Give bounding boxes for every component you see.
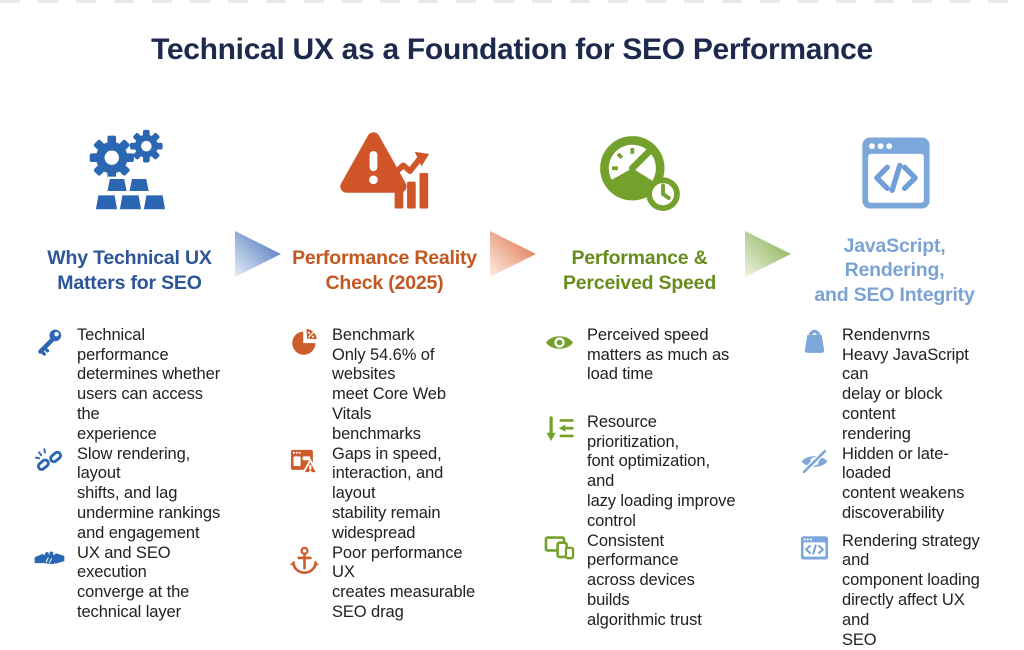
list-item: Gaps in speed, interaction, and layout s…	[289, 445, 484, 544]
multi-devices-icon	[544, 533, 575, 569]
speedometer-clock-icon	[592, 122, 688, 226]
list-item: UX and SEO execution converge at the tec…	[34, 544, 229, 623]
eye-icon	[544, 327, 575, 363]
arrow-right-2	[484, 226, 540, 282]
list-item-text: Gaps in speed, interaction, and layout s…	[332, 445, 484, 544]
column1-heading: Why Technical UX Matters for SEO	[47, 242, 211, 300]
list-item-text: Rendering strategy and component loading…	[842, 532, 994, 650]
list-item: Resource prioritization, font optimizati…	[544, 413, 739, 532]
weight-icon	[799, 327, 830, 363]
broken-chain-link-icon	[34, 446, 65, 482]
list-item: Hidden or late-loaded content weakens di…	[799, 445, 994, 532]
list-item-text: Rendenvrns Heavy JavaScript can delay or…	[842, 326, 994, 445]
list-item: Slow rendering, layout shifts, and lag u…	[34, 445, 229, 544]
infographic: { "title": { "text": "Technical UX as a …	[0, 0, 1024, 576]
column-why-technical-ux: Why Technical UX Matters for SEO Technic…	[30, 122, 229, 623]
columns-band: Why Technical UX Matters for SEO Technic…	[0, 122, 1024, 650]
list-item: Rendering strategy and component loading…	[799, 532, 994, 650]
list-item-text: Technical performance determines whether…	[77, 326, 229, 445]
resource-priority-arrows-icon	[544, 414, 575, 450]
column-performance-perceived-speed: Performance & Perceived Speed Perceived …	[540, 122, 739, 631]
list-item-text: Slow rendering, layout shifts, and lag u…	[77, 445, 229, 544]
list-item-text: Consistent performance across devices bu…	[587, 532, 739, 631]
key-icon	[34, 327, 65, 363]
list-item-text: Benchmark Only 54.6% of websites meet Co…	[332, 326, 484, 445]
list-item-text: Poor performance UX creates measurable S…	[332, 544, 484, 623]
top-dashed-line	[0, 0, 1024, 3]
column3-items: Perceived speed matters as much as load …	[540, 326, 739, 631]
list-item: Benchmark Only 54.6% of websites meet Co…	[289, 326, 484, 445]
anchor-icon	[289, 545, 320, 581]
handshake-icon	[34, 545, 65, 581]
pie-chart-icon	[289, 327, 320, 363]
browser-warning-icon	[289, 446, 320, 482]
column-performance-reality-check: Performance Reality Check (2025) Benchma…	[285, 122, 484, 623]
page-title: Technical UX as a Foundation for SEO Per…	[0, 33, 1024, 68]
list-item-text: Perceived speed matters as much as load …	[587, 326, 729, 385]
arrow-right-1	[229, 226, 285, 282]
column-javascript-rendering-seo: JavaScript, Rendering, and SEO Integrity…	[795, 122, 994, 650]
gears-and-gold-bars-icon	[82, 122, 178, 226]
column4-heading: JavaScript, Rendering, and SEO Integrity	[795, 242, 994, 300]
list-item-text: Hidden or late-loaded content weakens di…	[842, 445, 994, 524]
list-item: Consistent performance across devices bu…	[544, 532, 739, 631]
arrow-right-3	[739, 226, 795, 282]
list-item-text: Resource prioritization, font optimizati…	[587, 413, 739, 532]
list-item: Rendenvrns Heavy JavaScript can delay or…	[799, 326, 994, 445]
column2-heading: Performance Reality Check (2025)	[292, 242, 477, 300]
code-window-icon	[799, 533, 830, 569]
column2-items: Benchmark Only 54.6% of websites meet Co…	[285, 326, 484, 623]
warning-triangle-chart-icon	[337, 122, 433, 226]
column3-heading: Performance & Perceived Speed	[563, 242, 716, 300]
list-item: Perceived speed matters as much as load …	[544, 326, 739, 413]
column4-items: Rendenvrns Heavy JavaScript can delay or…	[795, 326, 994, 650]
list-item: Technical performance determines whether…	[34, 326, 229, 445]
list-item-text: UX and SEO execution converge at the tec…	[77, 544, 229, 623]
list-item: Poor performance UX creates measurable S…	[289, 544, 484, 623]
hidden-eye-icon	[799, 446, 830, 482]
column1-items: Technical performance determines whether…	[30, 326, 229, 623]
browser-code-window-icon	[847, 122, 943, 226]
